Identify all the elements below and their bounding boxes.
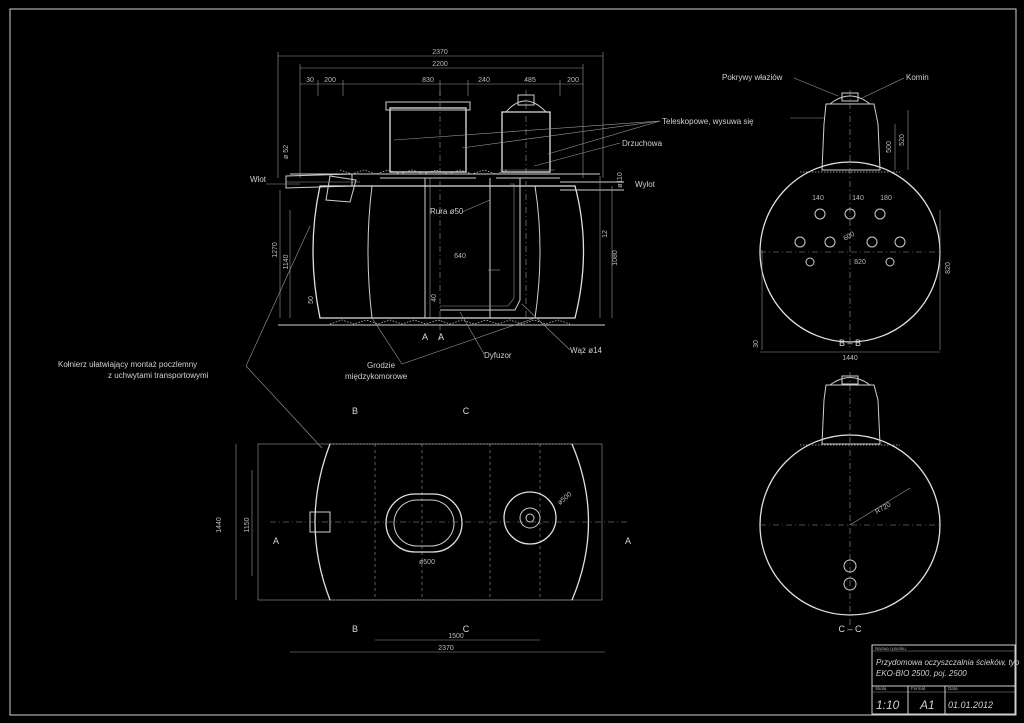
front-view: 2370 2200 30 200 830 240 485 200 (58, 49, 754, 449)
dim-center-640: 640 (454, 253, 466, 260)
dim-top-total: 2370 (432, 49, 448, 56)
label-kolnierz-1: Kołnierz ułatwiający montaż poczlemny (58, 360, 197, 369)
label-dyfuzor: Dyfuzor (484, 351, 512, 360)
dim-seg4: 485 (524, 77, 536, 84)
label-wylot: Wylot (635, 180, 656, 189)
dim-top-inner: 2200 (432, 61, 448, 68)
label-rura: Rura ø50 (430, 207, 464, 216)
dim-left-h2: 1140 (283, 254, 290, 269)
bv-dim-180: 180 (880, 195, 892, 202)
plan-dim-1150: 1150 (244, 517, 251, 532)
plan-mark-a-right: A (625, 536, 631, 546)
section-title-cc: C – C (838, 624, 862, 634)
tb-name-line1: Przydomowa oczyszczalnia ścieków, typ (876, 658, 1020, 667)
dim-right-phi: ø110 (617, 172, 624, 188)
label-drzuchowa: Drzuchowa (622, 139, 663, 148)
label-pokrywy: Pokrywy właziów (722, 73, 783, 82)
sheet-border (9, 8, 1017, 716)
dim-left-phi: ø 52 (283, 145, 290, 159)
dim-right-1080: 1080 (612, 250, 619, 266)
dim-seg1a: 30 (306, 77, 314, 84)
plan-dim-2370: 2370 (438, 645, 454, 652)
label-grodzie-2: międzykomorowe (345, 372, 408, 381)
dim-seg3: 240 (478, 77, 490, 84)
tb-scale: 1:10 (876, 698, 900, 712)
plan-mark-c-top: C (463, 406, 470, 416)
bv-dim-30: 30 (753, 340, 760, 348)
dim-seg1b: 200 (324, 77, 336, 84)
plan-dim-d2: ø500 (557, 491, 574, 507)
plan-dim-d1: ø500 (419, 559, 435, 566)
tb-scale-label: Skala (875, 686, 887, 691)
label-kolnierz-2: z uchwytami transportowymi (108, 371, 209, 380)
dim-right-12: 12 (602, 230, 609, 238)
plan-mark-b-bot: B (352, 624, 358, 634)
plan-dim-1440: 1440 (216, 517, 223, 533)
title-block: Nazwa rysunku Przydomowa oczyszczalnia ś… (871, 644, 1020, 715)
dim-seg5: 200 (567, 77, 579, 84)
bv-dim-side: 820 (945, 262, 952, 274)
plan-view: B C B C A A 1440 1150 1500 2370 ø500 ø50… (216, 406, 631, 653)
tb-date-label: Data (948, 686, 958, 691)
plan-mark-a-left: A (273, 536, 279, 546)
tb-name-line2: EKO-BIO 2500, poj. 2500 (876, 669, 967, 678)
bv-dim-820: 820 (854, 259, 866, 266)
label-komin: Komin (906, 73, 929, 82)
plan-mark-b-top: B (352, 406, 358, 416)
bv-dim-140b: 140 (852, 195, 864, 202)
section-cc-view: R720 C – C (759, 372, 941, 634)
section-mark-a1: A (422, 332, 428, 342)
plan-dim-1500: 1500 (448, 633, 464, 640)
section-bb-view: 140 140 180 600 820 1440 30 820 500 520 … (722, 73, 952, 362)
dim-left-small: 50 (308, 296, 315, 304)
section-mark-a2: A (438, 332, 444, 342)
dim-seg2: 830 (422, 77, 434, 84)
label-wlot: Wlot (250, 175, 267, 184)
cv-dim-r: R720 (874, 501, 892, 515)
bv-dim-140a: 140 (812, 195, 824, 202)
label-grodzie-1: Grodzie (367, 361, 396, 370)
bv-dim-h500: 500 (886, 141, 893, 153)
tb-name-label: Nazwa rysunku (875, 646, 906, 651)
tb-format: A1 (919, 698, 935, 712)
dim-center-40: 40 (431, 294, 438, 302)
dim-left-h: 1270 (272, 242, 279, 258)
tb-format-label: Format (911, 686, 926, 691)
bv-dim-600: 600 (842, 231, 856, 243)
section-title-bb: B – B (839, 338, 861, 348)
tb-date: 01.01.2012 (948, 700, 993, 710)
bv-dim-h520: 520 (899, 134, 906, 146)
plan-mark-c-bot: C (463, 624, 470, 634)
label-waz: Wąż ø14 (570, 346, 603, 355)
bv-dim-1440: 1440 (842, 355, 858, 362)
label-teleskopowe: Teleskopowe, wysuwa się (662, 117, 754, 126)
